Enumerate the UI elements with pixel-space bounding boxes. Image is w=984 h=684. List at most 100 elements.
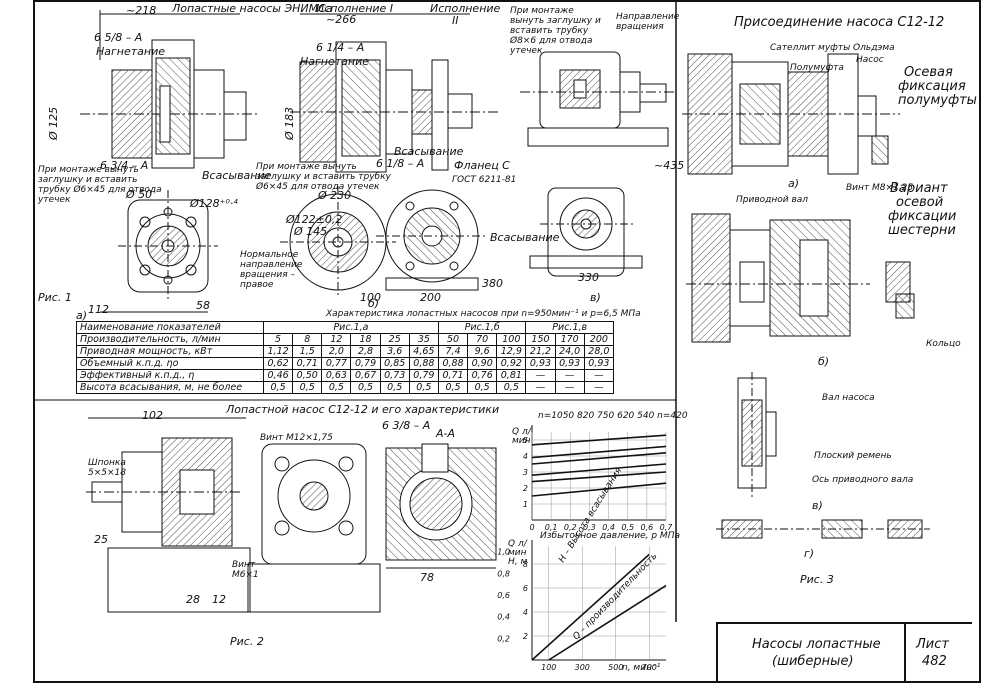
- table-header: Наименование показателей: [76, 321, 264, 334]
- dim-78: 78: [420, 571, 434, 584]
- table-cell: 4,65: [408, 345, 439, 358]
- y-tick-label: 8: [523, 560, 528, 569]
- dim-100: 100: [360, 291, 381, 304]
- table-row-name: Эффективный к.п.д., η: [76, 369, 264, 382]
- x-tick-label: 0,5: [621, 523, 634, 532]
- table-cell: 9,6: [467, 345, 498, 358]
- flange-label: Фланец С: [454, 159, 510, 172]
- series-line: [531, 471, 667, 483]
- dim-380: 380: [482, 277, 503, 290]
- fig3g-label: г): [804, 547, 815, 560]
- y-tick-label: 4: [523, 452, 528, 461]
- title-name-1: Насосы лопастные: [752, 637, 881, 652]
- x-tick-label: 0,3: [583, 523, 596, 532]
- dim-58: 58: [196, 299, 210, 312]
- title-name-2: (шиберные): [772, 654, 854, 669]
- table-cell: 50: [437, 333, 469, 346]
- table-cell: 0,71: [292, 357, 323, 370]
- series-line: [531, 434, 667, 446]
- header-fig1: Лопастные насосы ЭНИМСа: [172, 2, 333, 15]
- thread-34: 6 3/4 – А: [100, 159, 149, 172]
- x-tick-label: 300: [575, 663, 590, 672]
- table-cell: 0,76: [467, 369, 498, 382]
- table-cell: 0,93: [554, 357, 585, 370]
- table-cell: —: [525, 381, 556, 394]
- table-cell: —: [554, 381, 585, 394]
- variant-2: осевой: [896, 195, 944, 210]
- table-cell: 170: [554, 333, 585, 346]
- y2-tick-label: 0,8: [497, 569, 510, 578]
- table-cell: 12: [321, 333, 352, 346]
- table-cell: 0,88: [408, 357, 439, 370]
- table-cell: 0,5: [437, 381, 469, 394]
- ring-label: Кольцо: [926, 339, 961, 349]
- table-cell: 0,93: [525, 357, 556, 370]
- dim-12: 12: [212, 593, 226, 606]
- table-cell: 70: [467, 333, 498, 346]
- dim-145: Ø 145: [294, 225, 328, 238]
- pump-1v-front-view: [529, 187, 643, 277]
- dim-102: 102: [142, 409, 163, 422]
- series-line: [531, 482, 667, 497]
- x-tick-label: 0,6: [640, 523, 653, 532]
- axial-fix-3: полумуфты: [898, 93, 977, 108]
- table-cell: 0,50: [292, 369, 323, 382]
- x-tick-label: 700: [642, 663, 657, 672]
- table-cell: 28,0: [583, 345, 615, 358]
- chart2-ylabel: Q л/мин Н, м: [508, 539, 528, 567]
- table-cell: 0,67: [350, 369, 381, 382]
- table-cell: 0,79: [350, 357, 381, 370]
- thread-58: 6 5/8 – А: [94, 31, 143, 44]
- table-caption: Характеристика лопастных насосов при n=9…: [326, 309, 641, 319]
- table-cell: 0,63: [321, 369, 352, 382]
- table-cell: 21,2: [525, 345, 556, 358]
- pump-1a-side-view: [80, 10, 260, 169]
- sheet-frame: [33, 0, 981, 683]
- y-tick-label: 6: [523, 584, 528, 593]
- table-header-row: Наименование показателей Рис.1,а Рис.1,б…: [76, 321, 614, 334]
- screw-m8-label: Винт М8×1,25: [846, 183, 914, 193]
- pump-c12-section: [86, 417, 251, 613]
- dim-128: Ø128⁺⁰·⁴: [190, 197, 238, 210]
- label-vsasyvanie-1: Всасывание: [202, 169, 272, 182]
- table-cell: 12,9: [496, 345, 527, 358]
- mount-note-1: При монтаже вынуть заглушку и вставить т…: [38, 165, 162, 205]
- table-cell: 0,81: [496, 369, 527, 382]
- flat-belt-label: Плоский ремень: [814, 451, 892, 461]
- fig3v-label: в): [812, 499, 823, 512]
- table-header: Рис.1,б: [437, 321, 527, 334]
- table-cell: 0,85: [379, 357, 410, 370]
- table-cell: 0,5: [496, 381, 527, 394]
- dim-122: Ø122±0,2: [286, 213, 343, 226]
- series-line: [531, 452, 667, 465]
- x-tick-label: 0: [529, 523, 534, 532]
- pump-1a-front-view: [100, 190, 218, 313]
- table-cell: 0,92: [496, 357, 527, 370]
- fig1a-label: а): [76, 309, 88, 322]
- table-row-name: Производительность, л/мин: [76, 333, 264, 346]
- y-tick-label: 5: [523, 436, 528, 445]
- fig1v-label: в): [590, 291, 601, 304]
- series-line: [531, 463, 667, 476]
- coupling-assembly-g: [716, 519, 930, 539]
- y-tick-label: 2: [523, 632, 528, 641]
- dim-183: Ø 183: [283, 106, 296, 140]
- table-cell: 24,0: [554, 345, 585, 358]
- table-row-name: Приводная мощность, кВт: [76, 345, 264, 358]
- pump-label: Насос: [856, 55, 884, 65]
- fig1-label: Рис. 1: [38, 291, 72, 304]
- fig3a-label: а): [788, 177, 800, 190]
- pump-1v-side-view: [520, 51, 676, 147]
- drive-shaft-label: Приводной вал: [736, 195, 809, 205]
- mount-note-3: При монтаже вынуть заглушку и вставить т…: [510, 6, 601, 56]
- table-cell: 0,71: [437, 369, 469, 382]
- header-variant-2: Исполнение: [430, 2, 501, 15]
- gost-label: ГОСТ 6211-81: [452, 175, 517, 185]
- table-cell: 2,8: [350, 345, 381, 358]
- rotation-note: Нормальное направление вращения – правое: [240, 250, 303, 290]
- table-cell: 0,5: [292, 381, 323, 394]
- label-nagnetanie-2: Нагнетание: [300, 55, 370, 68]
